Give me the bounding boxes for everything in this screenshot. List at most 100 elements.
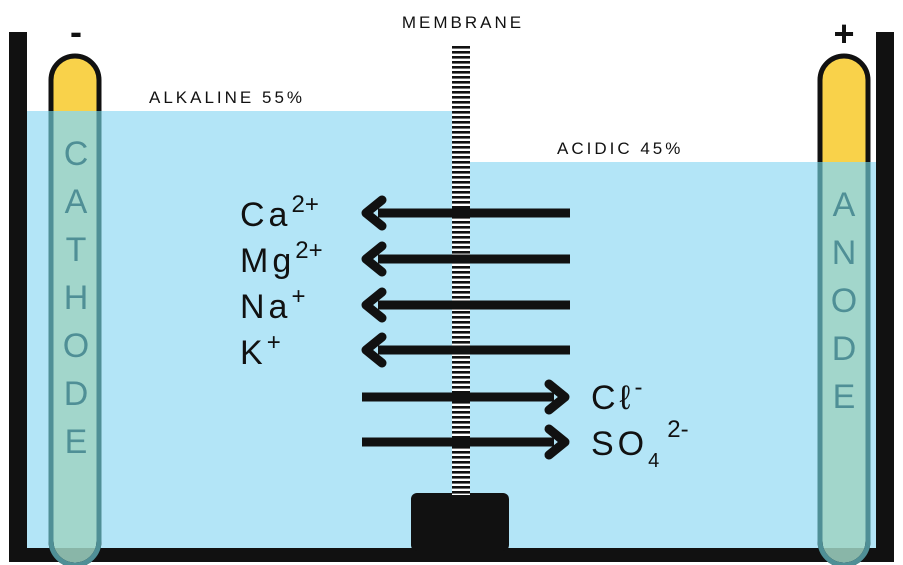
membrane-rung (452, 181, 470, 184)
membrane-rung (452, 141, 470, 144)
membrane-rung (452, 461, 470, 464)
membrane-rung (452, 271, 470, 274)
membrane-rung (452, 201, 470, 204)
membrane-rung (452, 266, 470, 269)
ion-symbol: Na (240, 288, 291, 326)
electrode-letter: A (833, 186, 856, 224)
ion-symbol: Mg (240, 242, 295, 280)
electrode-letter: A (65, 183, 88, 221)
membrane-rung (452, 286, 470, 289)
membrane-rung (452, 336, 470, 339)
cation-labels: Ca2+Mg2+Na+K+ (240, 191, 323, 372)
membrane-rung (452, 246, 470, 249)
membrane-label: MEMBRANE (402, 13, 524, 32)
membrane-rung (452, 136, 470, 139)
membrane-rung (452, 76, 470, 79)
arrow-shaft (378, 345, 570, 355)
membrane-rung (452, 406, 470, 409)
membrane-rung (452, 241, 470, 244)
membrane-rung (452, 361, 470, 364)
electrode-letter: O (63, 327, 89, 365)
membrane-rung (452, 221, 470, 224)
ion-charge: + (267, 329, 281, 356)
ion-arrows (361, 195, 570, 460)
ion-charge: 2+ (291, 191, 318, 218)
anion-label: SO42- (591, 416, 689, 472)
membrane-rung (452, 81, 470, 84)
membrane (452, 45, 470, 495)
ion-symbol: SO (591, 425, 648, 463)
membrane-rung (452, 411, 470, 414)
membrane-rung (452, 231, 470, 234)
arrow-head-right (544, 379, 570, 415)
membrane-rung (452, 356, 470, 359)
membrane-rung (452, 61, 470, 64)
membrane-rung (452, 186, 470, 189)
membrane-rung (452, 131, 470, 134)
arrow-shaft (378, 300, 570, 310)
membrane-rung (452, 381, 470, 384)
membrane-rung (452, 171, 470, 174)
ion-charge: + (291, 283, 305, 310)
membrane-rung (452, 416, 470, 419)
membrane-rung (452, 481, 470, 484)
membrane-rung (452, 491, 470, 494)
acidic-label: ACIDIC 45% (557, 139, 683, 158)
membrane-rung (452, 236, 470, 239)
membrane-rung (452, 436, 470, 439)
cation-label: Mg2+ (240, 237, 323, 280)
ion-charge: - (635, 374, 643, 401)
anode-sign: + (833, 13, 854, 54)
electrode-letter: E (65, 423, 88, 461)
electrode-letter: N (832, 234, 857, 272)
membrane-rung (452, 376, 470, 379)
cation-label: K+ (240, 329, 281, 372)
membrane-rung (452, 51, 470, 54)
electrode-letter: C (64, 135, 89, 173)
membrane-rung (452, 226, 470, 229)
membrane-rung (452, 456, 470, 459)
membrane-rung (452, 296, 470, 299)
anion-labels: Cℓ-SO42- (591, 374, 689, 472)
membrane-rung (452, 126, 470, 129)
ion-symbol: K (240, 334, 267, 372)
arrow-shaft (378, 208, 570, 218)
membrane-rung (452, 46, 470, 49)
arrow-head-left (361, 332, 387, 368)
membrane-rung (452, 446, 470, 449)
membrane-rung (452, 106, 470, 109)
electrode-letter: D (64, 375, 89, 413)
arrow-head-left (361, 241, 387, 277)
cation-label: Ca2+ (240, 191, 319, 234)
tank-left-wall (9, 32, 27, 562)
anion-label: Cℓ- (591, 374, 643, 417)
arrow-shaft (362, 392, 554, 402)
membrane-rung (452, 151, 470, 154)
membrane-rung (452, 386, 470, 389)
membrane-rung (452, 96, 470, 99)
electrode-letter: H (64, 279, 89, 317)
arrow-head-right (544, 424, 570, 460)
acidic-water (465, 162, 876, 548)
membrane-rung (452, 451, 470, 454)
membrane-rung (452, 121, 470, 124)
membrane-rung (452, 321, 470, 324)
membrane-rung (452, 366, 470, 369)
ion-charge: 2- (667, 416, 688, 443)
ion-symbol: Cℓ (591, 379, 635, 417)
membrane-rung (452, 471, 470, 474)
membrane-rung (452, 56, 470, 59)
membrane-rung (452, 476, 470, 479)
tank-right-wall (876, 32, 894, 562)
membrane-rung (452, 466, 470, 469)
arrow-head-left (361, 195, 387, 231)
membrane-rung (452, 91, 470, 94)
membrane-rung (452, 206, 470, 209)
membrane-rung (452, 66, 470, 69)
membrane-rung (452, 316, 470, 319)
membrane-rung (452, 431, 470, 434)
cathode-sign: - (70, 11, 82, 52)
